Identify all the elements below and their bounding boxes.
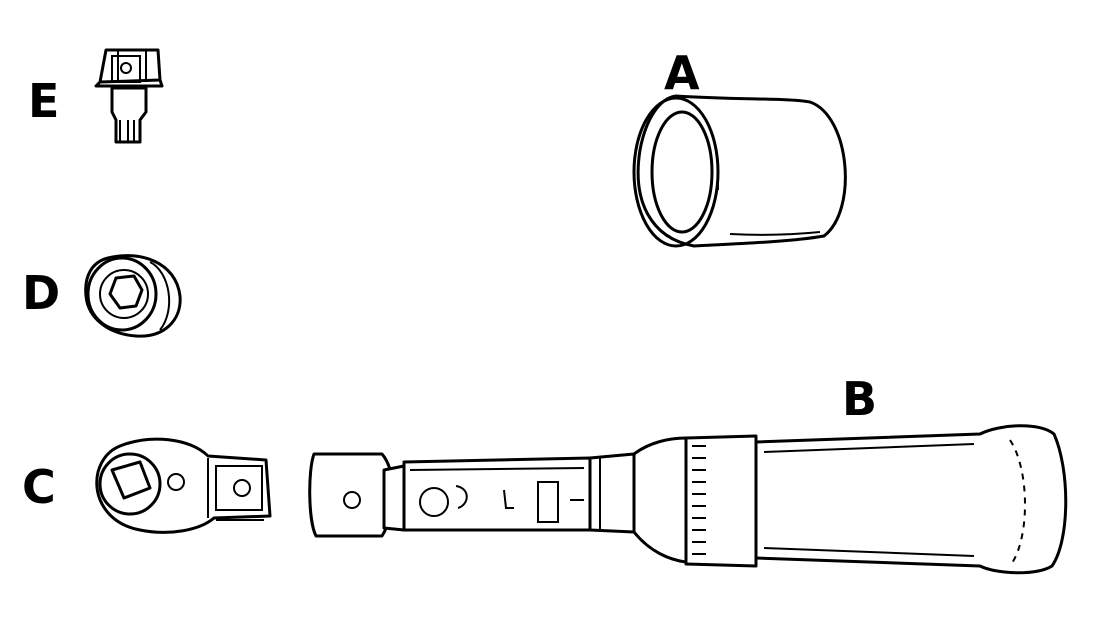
ratchet-head-icon — [95, 437, 272, 534]
part-label-a: A — [664, 46, 700, 100]
part-label-e: E — [28, 74, 60, 128]
part-label-b: B — [842, 372, 878, 426]
part-label-d: D — [22, 266, 61, 320]
socket-icon — [84, 254, 182, 338]
knurl-lines — [692, 445, 706, 555]
part-label-c: C — [22, 460, 56, 514]
bit-adapter-icon — [94, 48, 164, 144]
adapter-sleeve-icon — [632, 94, 847, 248]
torque-wrench-icon — [308, 424, 1068, 575]
